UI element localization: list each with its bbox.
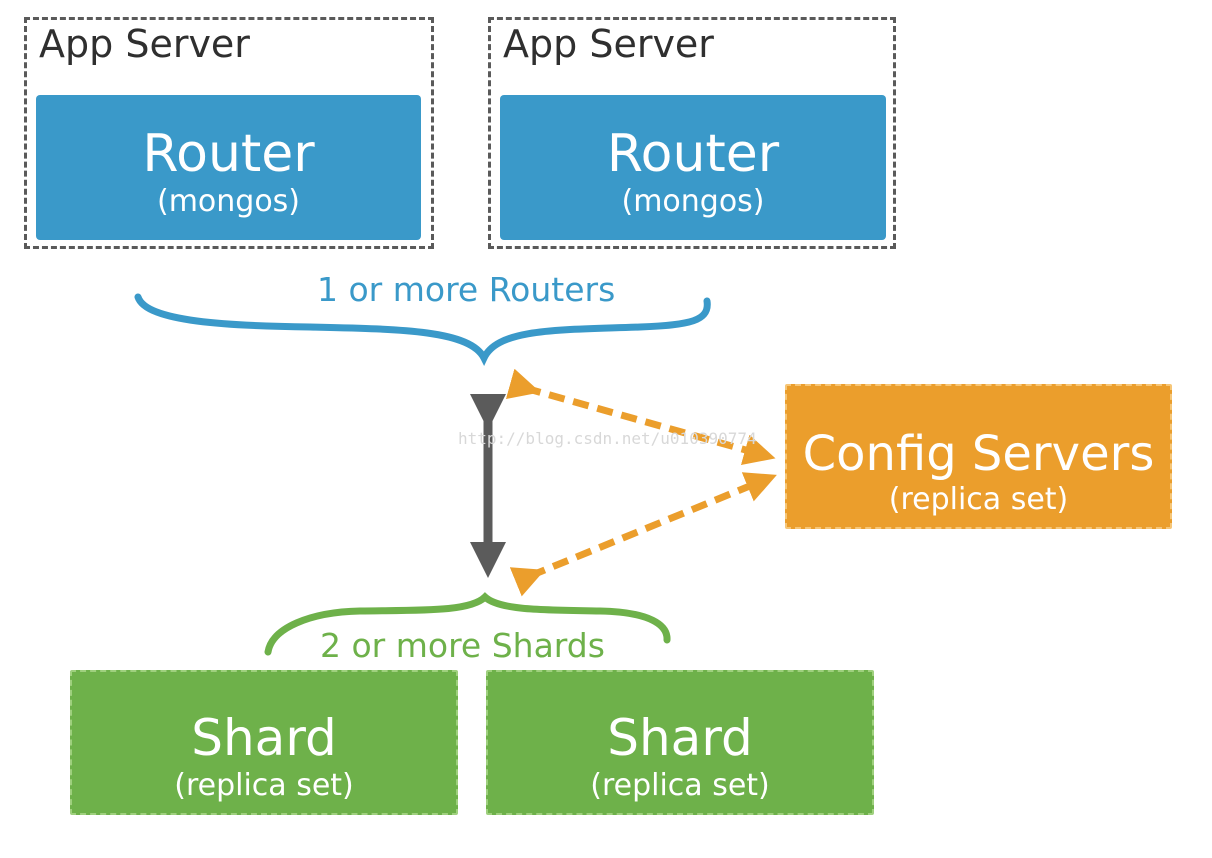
router-title-1: Router: [142, 124, 315, 184]
router-title-2: Router: [606, 124, 780, 184]
router-subtitle-2: (mongos): [621, 184, 765, 219]
config-servers-title: Config Servers: [802, 426, 1155, 482]
shards-brace: [264, 592, 671, 656]
router-box-1: Router (mongos): [36, 95, 421, 240]
config-servers-subtitle: (replica set): [888, 482, 1069, 517]
shard-box-2: Shard (replica set): [486, 670, 874, 815]
app-server-title-1: App Server: [39, 22, 250, 66]
config-routers-arrow: [505, 368, 776, 465]
shard-subtitle-2: (replica set): [590, 768, 770, 803]
shard-title-1: Shard: [191, 709, 337, 767]
router-subtitle-1: (mongos): [156, 184, 301, 219]
shard-box-1: Shard (replica set): [70, 670, 458, 815]
routers-brace: [134, 293, 711, 367]
shard-title-2: Shard: [607, 709, 753, 767]
config-shards-arrow: [509, 472, 777, 597]
app-server-box-2: App Server Router (mongos): [488, 17, 896, 249]
shard-subtitle-1: (replica set): [174, 768, 354, 803]
watermark-text: http://blog.csdn.net/u010390774: [458, 429, 757, 448]
app-server-title-2: App Server: [503, 22, 714, 66]
router-box-2: Router (mongos): [500, 95, 886, 240]
shards-count-label: 2 or more Shards: [320, 626, 605, 665]
routers-count-label: 1 or more Routers: [317, 270, 616, 309]
app-server-box-1: App Server Router (mongos): [24, 17, 434, 249]
config-servers-box: Config Servers (replica set): [785, 384, 1172, 529]
